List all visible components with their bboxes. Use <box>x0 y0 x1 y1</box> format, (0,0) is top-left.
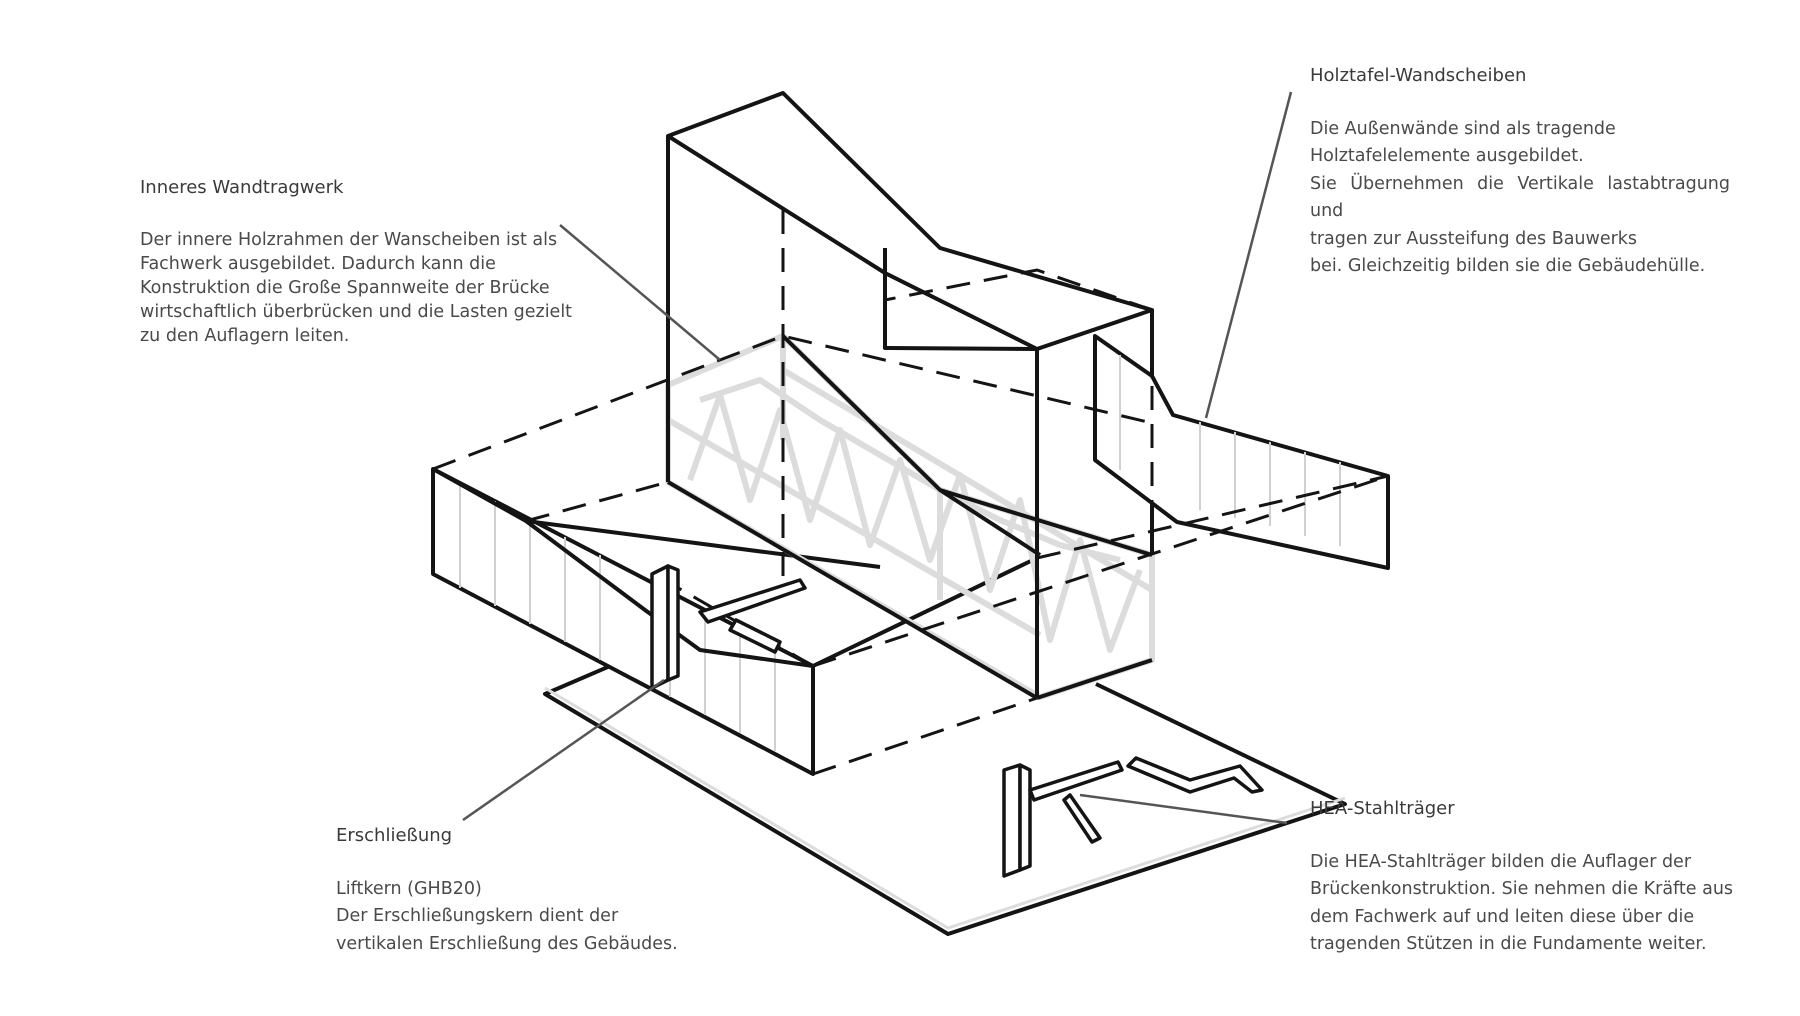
annotation-line: tragenden Stützen in die Fundamente weit… <box>1310 934 1707 954</box>
annotation-line: Der innere Holzrahmen der Wanscheiben is… <box>140 229 558 250</box>
annotation-line: wirtschaftlich überbrücken und die Laste… <box>140 301 573 322</box>
annotation-title: HEA-Stahlträger <box>1310 798 1455 819</box>
annotation-line: Die Außenwände sind als tragende <box>1310 118 1616 139</box>
annotation-line: Die HEA-Stahlträger bilden die Auflager … <box>1310 851 1692 872</box>
annotation-title: Holztafel-Wandscheiben <box>1310 65 1527 86</box>
annotation-steel-beams: HEA-Stahlträger Die HEA-Stahlträger bild… <box>1310 795 1750 959</box>
annotation-line: Fachwerk ausgebildet. Dadurch kann die <box>140 253 496 274</box>
leader-outer-walls <box>1204 91 1293 419</box>
annotation-line: Sie Übernehmen die Vertikale lastabtragu… <box>1310 173 1730 222</box>
annotation-line: dem Fachwerk auf und leiten diese über d… <box>1310 906 1695 927</box>
leader-inner-structure <box>559 224 721 361</box>
annotation-line: Brückenkonstruktion. Sie nehmen die Kräf… <box>1310 879 1734 899</box>
foundation-slab <box>543 649 1347 936</box>
annotation-line: zu den Auflagern leiten. <box>140 325 350 346</box>
annotation-line: bei. Gleichzeitig bilden sie die Gebäude… <box>1310 256 1706 276</box>
annotation-line: vertikalen Erschließung des Gebäudes. <box>336 933 678 954</box>
leader-access <box>462 678 665 822</box>
annotation-outer-walls: Holztafel-Wandscheiben Die Außenwände si… <box>1310 62 1730 281</box>
leader-steel-beams <box>1079 793 1288 825</box>
right-wall-panel <box>1093 334 1390 570</box>
annotation-line: Der Erschließungskern dient der <box>336 906 619 926</box>
annotation-access: Erschließung Liftkern (GHB20) Der Erschl… <box>336 822 716 958</box>
lower-floor-plate <box>431 467 1038 776</box>
annotation-title: Inneres Wandtragwerk <box>140 177 344 198</box>
annotation-line: tragen zur Aussteifung des Bauwerks <box>1310 228 1638 249</box>
lift-core <box>650 564 680 690</box>
annotation-line: Holztafelelemente ausgebildet. <box>1310 146 1584 166</box>
leader-lines <box>462 91 1293 825</box>
hea-steel-beams <box>698 578 1264 878</box>
annotation-inner-structure: Inneres Wandtragwerk Der innere Holzrahm… <box>140 174 573 348</box>
building-envelope-dashed <box>432 136 1389 776</box>
annotation-line: Konstruktion die Große Spannweite der Br… <box>140 277 550 298</box>
annotation-line: Liftkern (GHB20) <box>336 878 482 899</box>
annotation-title: Erschließung <box>336 825 453 846</box>
